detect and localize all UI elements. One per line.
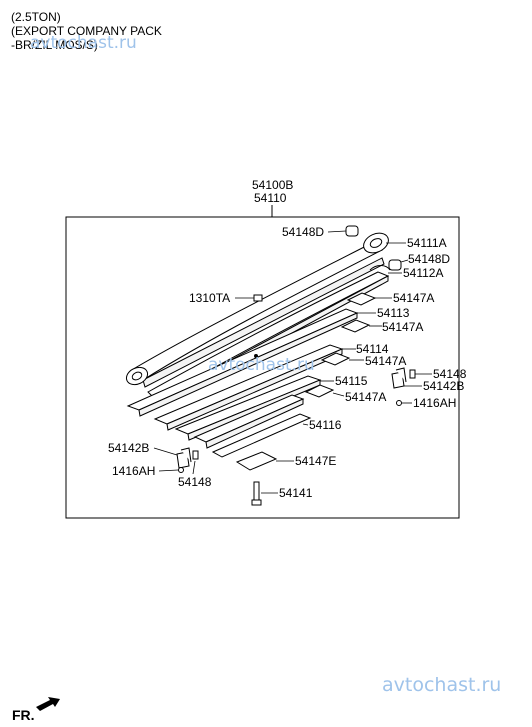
assembly-number-54110: 54110 xyxy=(254,191,287,205)
nut-1310ta xyxy=(253,294,263,302)
watermark-center: avtochast.ru xyxy=(208,355,315,375)
callout-54147a-1[interactable]: 54147A xyxy=(393,291,434,305)
callout-54113[interactable]: 54113 xyxy=(377,306,410,320)
callout-54147a-3[interactable]: 54147A xyxy=(365,354,406,368)
assembly-number-54100b: 54100B xyxy=(252,178,294,192)
callout-1310ta[interactable]: 1310TA xyxy=(189,291,230,305)
callout-54114[interactable]: 54114 xyxy=(356,342,389,356)
callout-54147e[interactable]: 54147E xyxy=(295,454,336,468)
pad-54147a-2 xyxy=(340,319,371,333)
callout-54148-right[interactable]: 54148 xyxy=(433,367,467,381)
callout-54141[interactable]: 54141 xyxy=(279,486,313,500)
clip-group-right xyxy=(391,367,416,406)
callout-54147a-4[interactable]: 54147A xyxy=(345,390,386,404)
bushing-54148d-top xyxy=(345,225,359,237)
callout-54148-left[interactable]: 54148 xyxy=(178,475,212,489)
leaf-54116 xyxy=(193,394,312,458)
header-line-3: -BR/ZIL MOS/S) xyxy=(11,38,98,52)
callout-54116[interactable]: 54116 xyxy=(309,418,342,432)
watermark-bottom: avtochast.ru xyxy=(382,674,502,696)
callout-54142b-left[interactable]: 54142B xyxy=(108,441,149,455)
callout-54148d-top[interactable]: 54148D xyxy=(282,225,324,239)
callout-54112a[interactable]: 54112A xyxy=(403,266,443,280)
callout-54115[interactable]: 54115 xyxy=(335,374,368,388)
bushing-54148d-right xyxy=(388,259,402,271)
callout-1416ah-left[interactable]: 1416AH xyxy=(112,464,155,478)
header-line-2: (EXPORT COMPANY PACK xyxy=(11,24,162,38)
assembly-frame xyxy=(65,216,460,519)
watermark-top: avtochast.ru xyxy=(30,33,137,53)
pad-54147a-3 xyxy=(320,352,351,366)
leaf-54115 xyxy=(174,375,322,441)
header-line-1: (2.5TON) xyxy=(11,10,61,24)
clip-group-left xyxy=(176,447,199,473)
center-bolt-54141 xyxy=(251,481,262,506)
callout-54142b-right[interactable]: 54142B xyxy=(423,379,464,393)
pad-54147e xyxy=(235,451,278,471)
main-leaf-54111a xyxy=(125,232,389,388)
callout-1416ah-right[interactable]: 1416AH xyxy=(413,396,456,410)
front-direction-arrow-icon xyxy=(36,697,60,711)
callout-54147a-2[interactable]: 54147A xyxy=(382,320,423,334)
callout-54148d-right[interactable]: 54148D xyxy=(408,252,450,266)
callout-54111a[interactable]: 54111A xyxy=(407,236,447,250)
front-direction-label: FR. xyxy=(12,707,35,723)
pad-54147a-4 xyxy=(304,384,335,398)
leader-lines xyxy=(153,230,432,494)
